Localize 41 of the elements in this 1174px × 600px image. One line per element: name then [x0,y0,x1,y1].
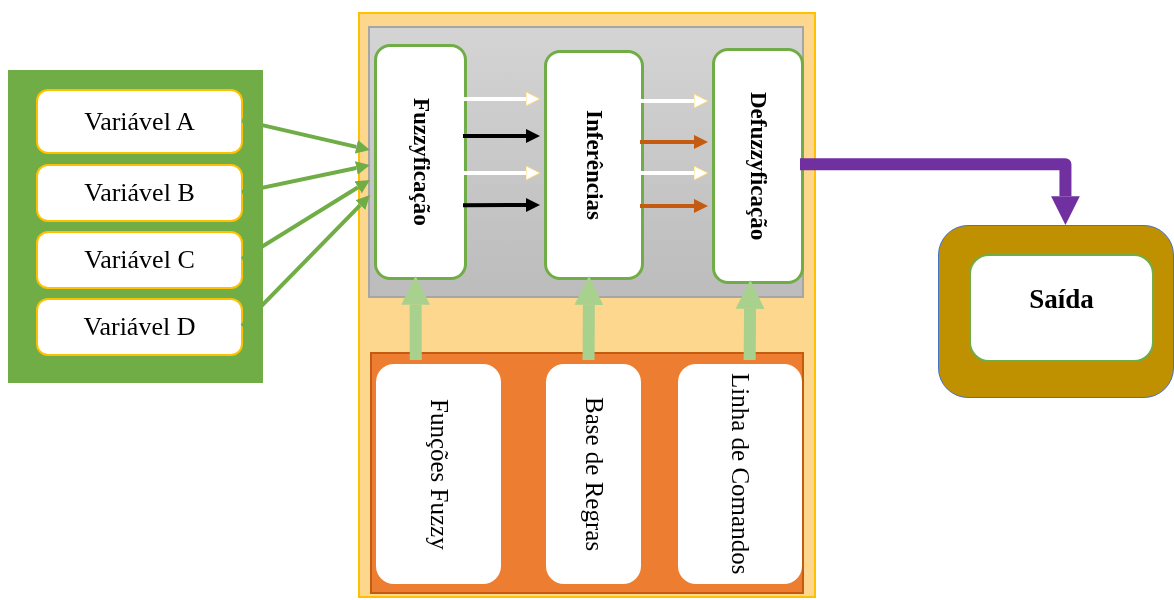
variable-box [36,89,243,154]
box-label: Variável A [84,106,195,137]
block-arrow [800,158,1080,225]
box-label: Defuzzyficação [745,91,772,241]
variable-box [36,298,243,356]
arrow [640,134,708,149]
arrow [463,128,540,143]
box-label: Saída [1029,284,1094,316]
variable-box [36,231,243,289]
box-label: Inferências [581,110,608,220]
arrow [240,195,370,328]
system-panel [358,12,816,598]
box-label: Variável C [84,245,195,275]
knowledge-panel [370,352,804,594]
input-panel [8,70,263,383]
block-arrow [735,280,765,361]
knowledge-box [546,364,641,584]
arrow [640,165,709,181]
arrow [463,165,541,181]
box-label: Variável B [84,178,195,208]
knowledge-box [376,364,501,584]
box-label: Variável D [83,312,196,342]
block-arrow [401,276,431,361]
arrow [640,198,708,213]
output-box [969,254,1154,362]
arrow [463,198,540,212]
box-label: Base de Regras [579,396,608,552]
arrow [240,179,370,261]
arrow [463,91,541,107]
process-box [712,48,804,284]
arrow [640,93,709,109]
box-label: Linha de Comandos [726,373,755,575]
variable-box [36,164,243,222]
knowledge-box [678,364,802,584]
box-label: Funções Fuzzy [424,398,453,550]
block-arrow [574,276,604,361]
process-box [374,44,467,280]
process-box [544,50,644,280]
output-panel [938,225,1174,398]
process-panel [368,26,804,298]
box-label: Fuzzyficação [407,98,434,226]
